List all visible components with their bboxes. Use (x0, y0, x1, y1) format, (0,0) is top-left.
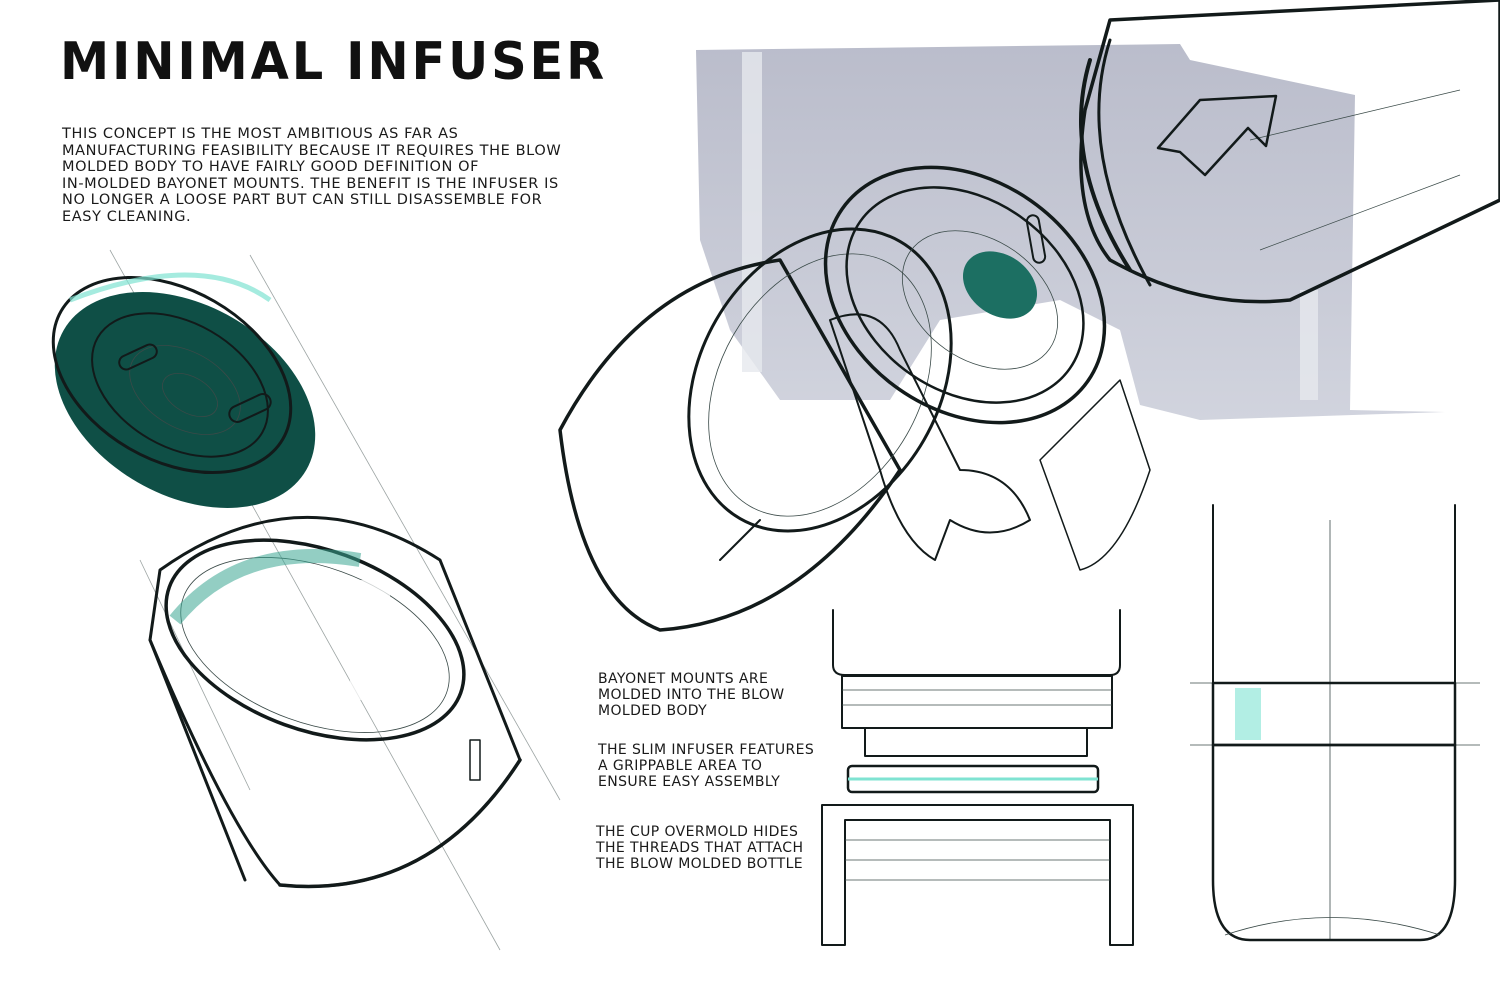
infuser-lid-drawing (51, 272, 316, 509)
arrow-icon (1156, 94, 1278, 177)
annotation-slim-infuser: THE SLIM INFUSER FEATURES A GRIPPABLE AR… (598, 742, 815, 790)
annotation-bayonet-mounts: BAYONET MOUNTS ARE MOLDED INTO THE BLOW … (598, 671, 785, 719)
exploded-assembly-drawing (558, 0, 1500, 632)
infuser-cup-drawing (148, 516, 522, 889)
side-elevation-drawing (1190, 504, 1480, 942)
section-view-drawing (821, 609, 1134, 946)
intro-paragraph: THIS CONCEPT IS THE MOST AMBITIOUS AS FA… (62, 126, 562, 225)
page-title: MINIMAL INFUSER (60, 32, 608, 92)
gray-marker-backdrop (696, 44, 1445, 420)
annotation-cup-overmold: THE CUP OVERMOLD HIDES THE THREADS THAT … (596, 824, 804, 872)
